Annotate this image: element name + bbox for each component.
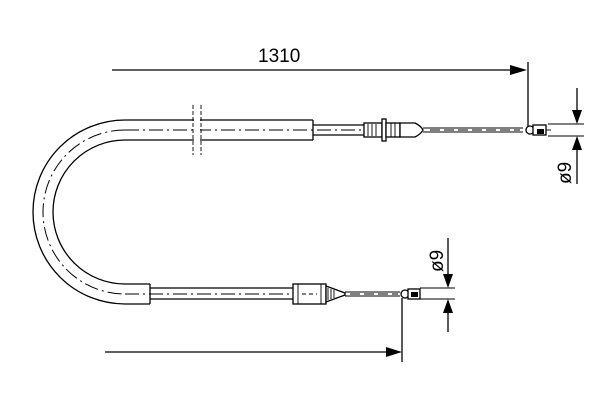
length-dimension — [112, 62, 529, 130]
top-diameter-label: ø9 — [555, 162, 576, 184]
bottom-diameter-label: ø9 — [427, 250, 448, 272]
cable-sheath — [32, 105, 365, 305]
length-label: 1310 — [258, 46, 300, 67]
bottom-length-dimension — [105, 298, 403, 362]
bottom-end-fitting — [292, 283, 421, 305]
top-diameter-dimension — [548, 88, 584, 184]
top-end-fitting — [363, 118, 551, 142]
bottom-diameter-dimension — [420, 238, 455, 332]
